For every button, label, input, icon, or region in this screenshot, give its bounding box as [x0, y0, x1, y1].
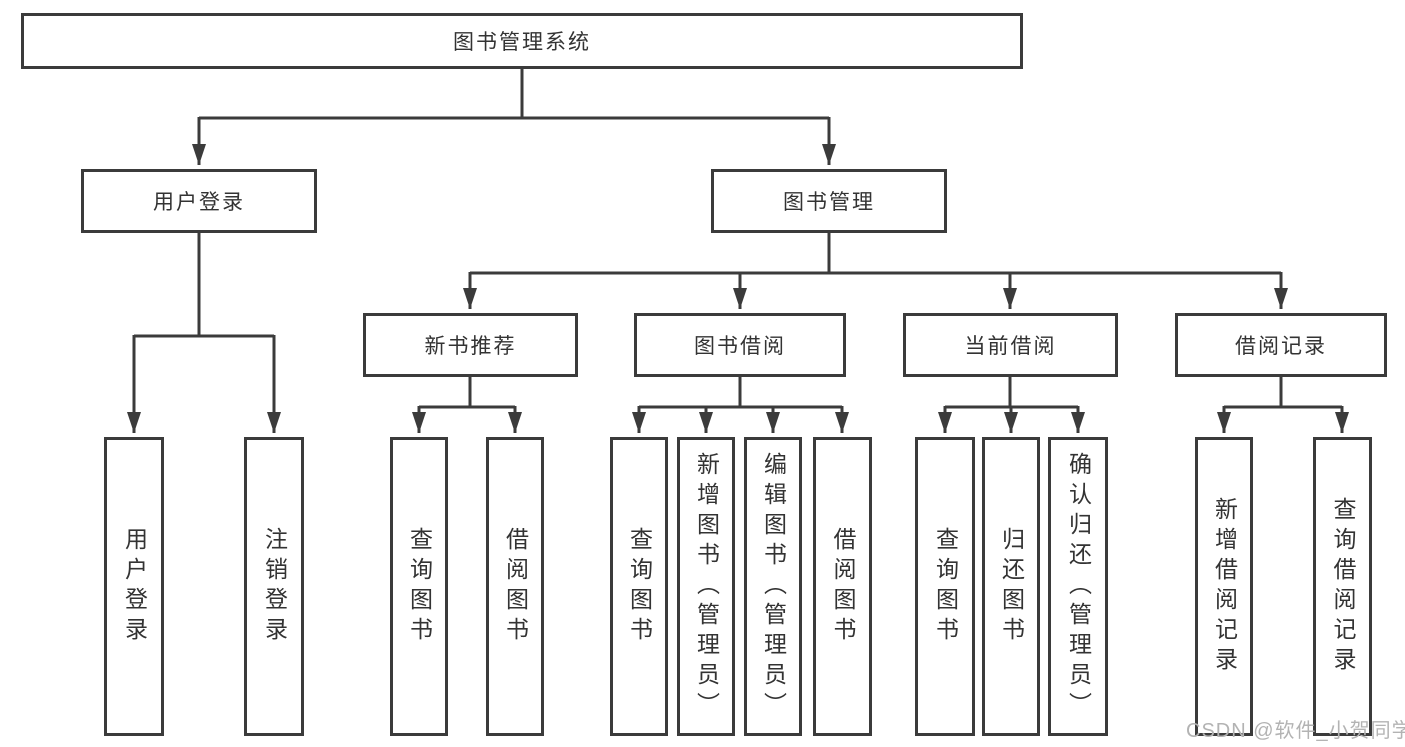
leaf-current-query-books: 查询图书 — [915, 437, 975, 736]
node-book-borrow: 图书借阅 — [634, 313, 846, 377]
leaf-current-return-books: 归还图书 — [982, 437, 1040, 736]
node-book-management: 图书管理 — [711, 169, 947, 233]
node-root: 图书管理系统 — [21, 13, 1023, 69]
leaf-borrow-borrow-books: 借阅图书 — [813, 437, 872, 736]
leaf-records-add: 新增借阅记录 — [1195, 437, 1253, 736]
leaf-newbook-borrow-books: 借阅图书 — [486, 437, 544, 736]
leaf-borrow-edit-books-admin: 编辑图书（管理员） — [744, 437, 802, 736]
csdn-watermark: CSDN @软件_小贺同学 — [1186, 720, 1405, 742]
leaf-records-query: 查询借阅记录 — [1313, 437, 1372, 736]
node-borrow-records: 借阅记录 — [1175, 313, 1387, 377]
leaf-current-confirm-return-admin: 确认归还（管理员） — [1048, 437, 1108, 736]
node-current-borrow: 当前借阅 — [903, 313, 1118, 377]
node-user-login: 用户登录 — [81, 169, 317, 233]
node-new-book-recommend: 新书推荐 — [363, 313, 578, 377]
leaf-borrow-query-books: 查询图书 — [610, 437, 668, 736]
leaf-logout: 注销登录 — [244, 437, 304, 736]
leaf-user-login: 用户登录 — [104, 437, 164, 736]
leaf-newbook-query-books: 查询图书 — [390, 437, 448, 736]
leaf-borrow-add-books-admin: 新增图书（管理员） — [677, 437, 735, 736]
